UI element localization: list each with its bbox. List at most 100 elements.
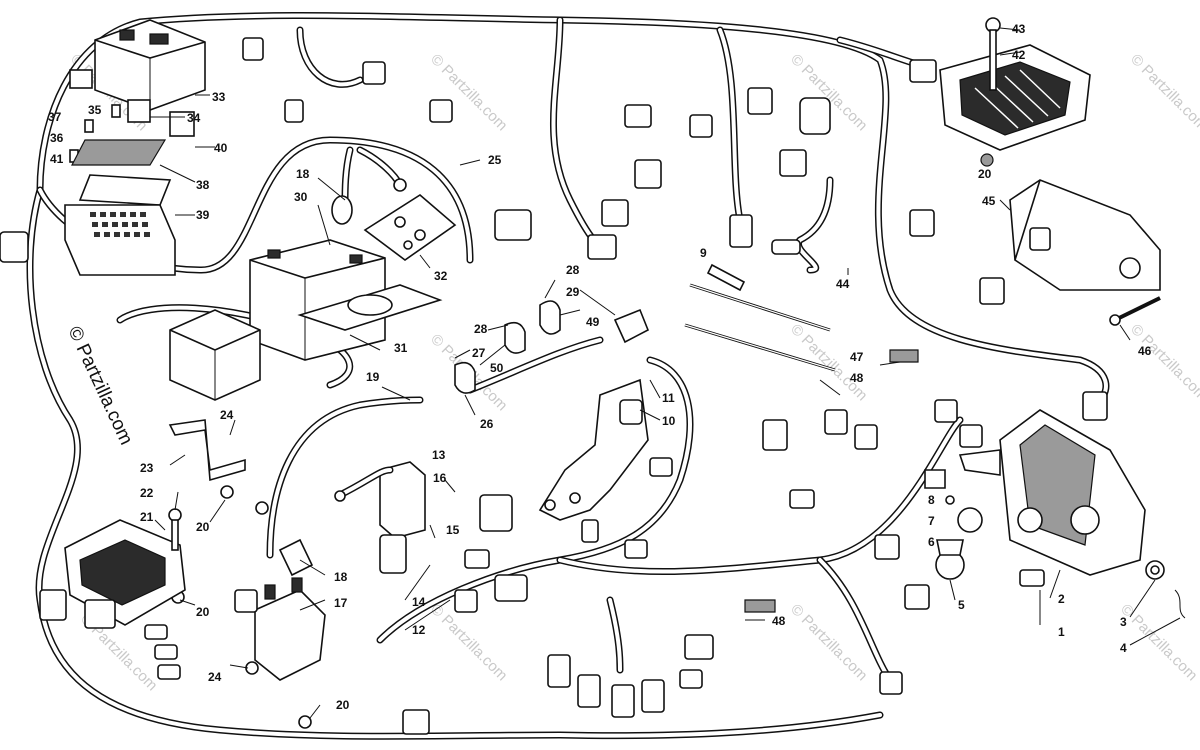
wire-sleeve: [706, 263, 746, 292]
callout-label: 18: [334, 570, 348, 584]
tail-light: [1009, 179, 1161, 291]
callout-label: 7: [928, 514, 935, 528]
socket-boot: [957, 507, 983, 533]
callout-label: 5: [958, 598, 965, 612]
callout-label: 35: [88, 103, 102, 117]
callout-label: 13: [432, 448, 446, 462]
callout-label: 44: [836, 277, 850, 291]
callout-label: 45: [982, 194, 996, 208]
flasher-relay: [379, 461, 426, 539]
callout-label: 37: [48, 110, 62, 124]
bolt: [168, 508, 182, 551]
callout-label: 28: [566, 263, 580, 277]
battery-cable: [331, 146, 407, 225]
callout-label: 24: [208, 670, 222, 684]
cable-tie: [684, 283, 836, 372]
callout-label: 17: [334, 596, 348, 610]
washer: [980, 153, 994, 167]
callout-label: 14: [412, 595, 426, 609]
battery-hardware-kit: [363, 194, 457, 261]
callout-label: 23: [140, 461, 154, 475]
callout-label: 3: [1120, 615, 1127, 629]
callout-label: 43: [1012, 22, 1026, 36]
relay: [69, 69, 195, 137]
leader-lines: [150, 27, 1181, 719]
relay-box: [169, 309, 261, 401]
callout-label: 27: [472, 346, 486, 360]
callout-label: 46: [1138, 344, 1152, 358]
battery-pad: [297, 284, 443, 331]
callout-label: 20: [336, 698, 350, 712]
callout-label: 47: [850, 350, 864, 364]
callout-label: 11: [662, 391, 675, 405]
ring-terminal-cable: [334, 466, 394, 502]
callout-label: 20: [978, 167, 992, 181]
clip: [924, 469, 946, 489]
callout-label: 1: [1058, 625, 1065, 639]
ecu-module: [64, 519, 186, 626]
nut: [171, 485, 312, 729]
callout-label: 42: [1012, 48, 1026, 62]
callout-label: 41: [50, 152, 64, 166]
callout-label: 2: [1058, 592, 1065, 606]
callout-labels: 1 2 3 4 5 6 7 8 9 10 11 12 13 14 15 16 1…: [48, 22, 1152, 712]
callout-label: 10: [662, 414, 676, 428]
callout-label: 31: [394, 341, 408, 355]
bulb: [935, 539, 965, 580]
fuse-grid: [90, 212, 150, 237]
callout-label: 34: [187, 111, 201, 125]
mounting-bolt: [985, 17, 1001, 91]
callout-label: 39: [196, 208, 210, 222]
callout-label: 6: [928, 535, 935, 549]
spring: [1174, 589, 1186, 619]
callout-label: 19: [366, 370, 380, 384]
callout-label: 8: [928, 493, 935, 507]
callout-label: 50: [490, 361, 504, 375]
callout-label: 18: [296, 167, 310, 181]
watermark: © Partzilla.com: [1117, 601, 1200, 684]
fuse-panel-plate: [71, 139, 172, 206]
callout-label: 38: [196, 178, 210, 192]
callout-label: 20: [196, 520, 210, 534]
terminal-boot: [466, 308, 650, 394]
watermark: © Partzilla.com: [1127, 321, 1200, 404]
callout-label: 15: [446, 523, 460, 537]
voltage-regulator: [939, 44, 1091, 151]
connector: [0, 37, 1108, 735]
washer: [945, 495, 955, 505]
callout-label: 30: [294, 190, 308, 204]
callout-label: 48: [850, 371, 864, 385]
mount-bracket-plate: [538, 378, 649, 521]
fuse-box: [94, 19, 206, 111]
callout-label: 24: [220, 408, 234, 422]
fuse-block-base: [64, 204, 176, 276]
callout-label: 48: [772, 614, 786, 628]
callout-label: 36: [50, 131, 64, 145]
callout-label: 22: [140, 486, 154, 500]
starter-solenoid: [254, 577, 326, 681]
grommet: [1145, 560, 1165, 580]
callout-label: 32: [434, 269, 448, 283]
pigtail-connector: [771, 176, 834, 274]
callout-label: 25: [488, 153, 502, 167]
callout-label: 20: [196, 605, 210, 619]
callout-label: 16: [433, 471, 447, 485]
callout-label: 29: [566, 285, 580, 299]
terminal-boot: [278, 538, 314, 577]
mounting-bracket: [168, 419, 246, 482]
watermark: © Partzilla.com: [1127, 51, 1200, 134]
callout-label: 28: [474, 322, 488, 336]
bracket: [744, 349, 919, 613]
callout-label: 9: [700, 246, 707, 260]
watermark: © Partzilla.com: [427, 601, 510, 684]
callout-label: 49: [586, 315, 600, 329]
callout-label: 40: [214, 141, 228, 155]
callout-label: 33: [212, 90, 226, 104]
headlight: [958, 409, 1146, 576]
screw: [1109, 296, 1161, 326]
callout-label: 12: [412, 623, 426, 637]
callout-label: 21: [140, 510, 154, 524]
cable-clip: [454, 300, 561, 394]
callout-label: 4: [1120, 641, 1127, 655]
